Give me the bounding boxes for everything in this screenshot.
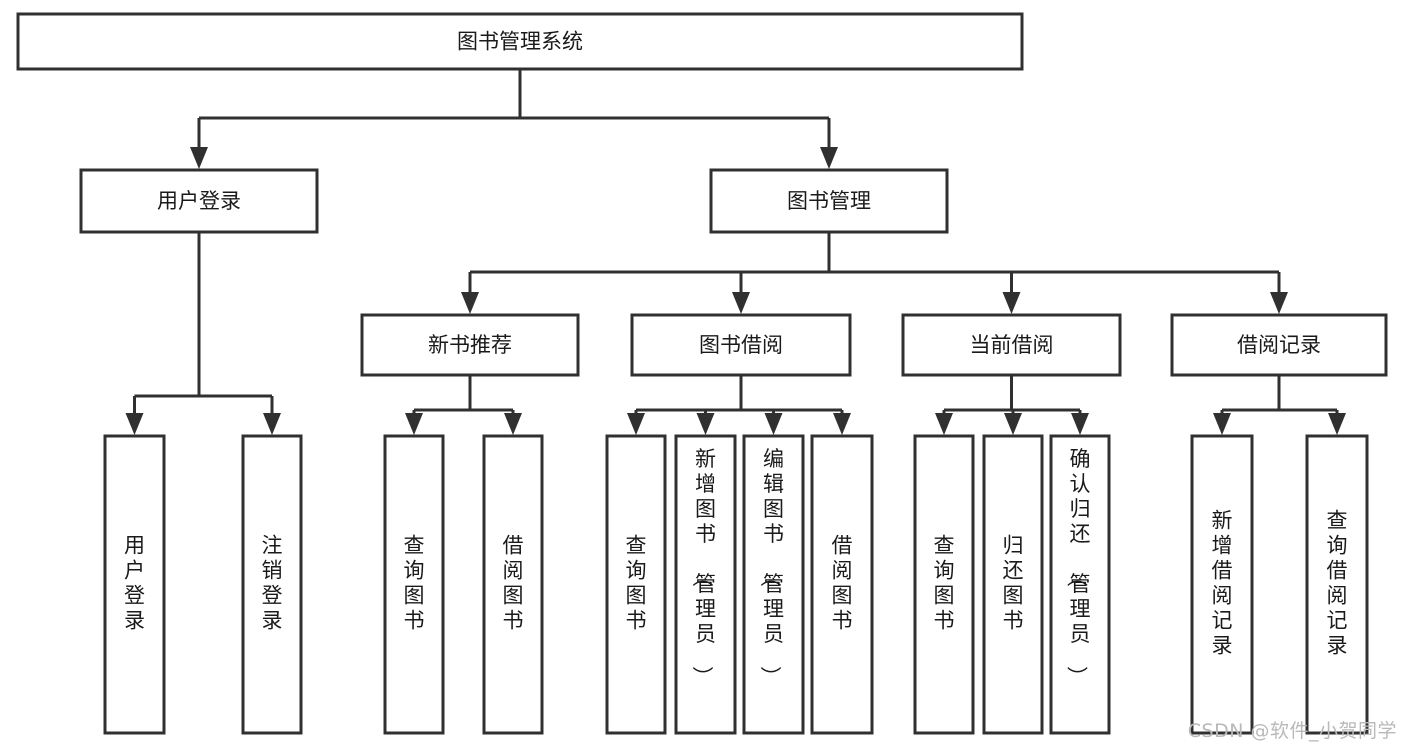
node-leaf-query-book-1[interactable]: 查询图书 [383, 434, 445, 735]
node-label-leaf-query-book-2: 查询图书 [626, 534, 647, 633]
node-label-leaf-return-book: 归还图书 [1003, 534, 1024, 633]
node-label-book-management: 图书管理 [787, 189, 871, 213]
node-leaf-query-book-2[interactable]: 查询图书 [605, 434, 667, 735]
node-label-leaf-logout: 注销登录 [262, 534, 283, 633]
node-box-leaf-query-book-3 [913, 434, 975, 735]
node-label-leaf-query-book-1: 查询图书 [404, 534, 425, 633]
node-label-leaf-user-login: 用户登录 [124, 534, 145, 633]
arrow-head-icon [125, 413, 144, 435]
arrow-head-icon [263, 413, 281, 435]
arrow-head-icon [1270, 292, 1288, 314]
arrow-head-icon [935, 413, 953, 435]
node-label-leaf-confirm-return: 确认归还（管理员） [1065, 447, 1091, 687]
node-box-new-book-recommend [360, 313, 580, 377]
node-leaf-borrow-book-1[interactable]: 借阅图书 [482, 434, 544, 735]
node-leaf-return-book[interactable]: 归还图书 [982, 434, 1044, 735]
node-label-leaf-borrow-book-1: 借阅图书 [503, 534, 524, 633]
node-label-book-borrow: 图书借阅 [699, 333, 783, 357]
node-box-leaf-confirm-return [1049, 434, 1111, 735]
node-box-leaf-query-book-1 [383, 434, 445, 735]
node-box-user-login [79, 168, 319, 234]
arrow-head-icon [696, 413, 715, 435]
watermark-label: CSDN @软件_小贺同学 [1187, 720, 1397, 742]
node-box-book-management [709, 168, 949, 234]
node-label-leaf-query-book-3: 查询图书 [934, 534, 955, 633]
node-label-borrow-record: 借阅记录 [1237, 333, 1321, 357]
node-label-leaf-add-book: 新增图书（管理员） [690, 447, 716, 687]
node-label-leaf-edit-book: 编辑图书（管理员） [758, 447, 784, 687]
node-label-leaf-borrow-book-2: 借阅图书 [832, 534, 853, 633]
node-leaf-borrow-book-2[interactable]: 借阅图书 [810, 434, 874, 735]
node-box-leaf-logout [241, 434, 303, 735]
node-book-management[interactable]: 图书管理 [709, 168, 949, 234]
arrow-head-icon [405, 413, 423, 435]
arrow-head-icon [764, 413, 783, 435]
node-current-borrow[interactable]: 当前借阅 [901, 313, 1122, 377]
node-leaf-query-book-3[interactable]: 查询图书 [913, 434, 975, 735]
node-user-login[interactable]: 用户登录 [79, 168, 319, 234]
arrow-head-icon [833, 413, 851, 435]
node-box-leaf-edit-book [742, 434, 805, 735]
node-label-user-login: 用户登录 [157, 189, 241, 213]
arrow-head-icon [732, 292, 750, 314]
nodes-layer: 图书管理系统用户登录图书管理新书推荐图书借阅当前借阅借阅记录用户登录注销登录查询… [16, 12, 1388, 735]
node-label-leaf-query-record: 查询借阅记录 [1327, 509, 1348, 658]
node-box-leaf-borrow-book-1 [482, 434, 544, 735]
connectors-layer [125, 69, 1346, 435]
node-label-root: 图书管理系统 [457, 30, 583, 54]
node-box-leaf-query-book-2 [605, 434, 667, 735]
node-box-leaf-return-book [982, 434, 1044, 735]
node-book-borrow[interactable]: 图书借阅 [630, 313, 852, 377]
node-box-borrow-record [1170, 313, 1388, 377]
node-leaf-confirm-return[interactable]: 确认归还（管理员） [1049, 434, 1111, 735]
node-borrow-record[interactable]: 借阅记录 [1170, 313, 1388, 377]
node-label-leaf-add-record: 新增借阅记录 [1212, 509, 1233, 658]
arrow-head-icon [820, 147, 838, 169]
node-box-leaf-add-book [674, 434, 737, 735]
node-new-book-recommend[interactable]: 新书推荐 [360, 313, 580, 377]
node-leaf-add-record[interactable]: 新增借阅记录 [1190, 434, 1254, 735]
node-leaf-query-record[interactable]: 查询借阅记录 [1305, 434, 1369, 735]
arrow-head-icon [1004, 413, 1022, 435]
arrow-head-icon [190, 147, 208, 169]
node-box-leaf-query-record [1305, 434, 1369, 735]
arrow-head-icon [461, 292, 479, 314]
arrow-head-icon [1328, 413, 1346, 435]
node-leaf-edit-book[interactable]: 编辑图书（管理员） [742, 434, 805, 735]
node-box-current-borrow [901, 313, 1122, 377]
node-box-leaf-borrow-book-2 [810, 434, 874, 735]
node-box-root [16, 12, 1024, 71]
arrow-head-icon [1071, 413, 1089, 435]
node-label-new-book-recommend: 新书推荐 [428, 333, 512, 357]
node-leaf-add-book[interactable]: 新增图书（管理员） [674, 434, 737, 735]
arrow-head-icon [504, 413, 522, 435]
node-box-book-borrow [630, 313, 852, 377]
node-box-leaf-user-login [103, 434, 166, 735]
node-leaf-logout[interactable]: 注销登录 [241, 434, 303, 735]
node-box-leaf-add-record [1190, 434, 1254, 735]
arrow-head-icon [1002, 292, 1021, 314]
node-label-current-borrow: 当前借阅 [970, 333, 1054, 357]
arrow-head-icon [627, 413, 645, 435]
arrow-head-icon [1213, 413, 1231, 435]
node-leaf-user-login[interactable]: 用户登录 [103, 434, 166, 735]
node-root[interactable]: 图书管理系统 [16, 12, 1024, 71]
